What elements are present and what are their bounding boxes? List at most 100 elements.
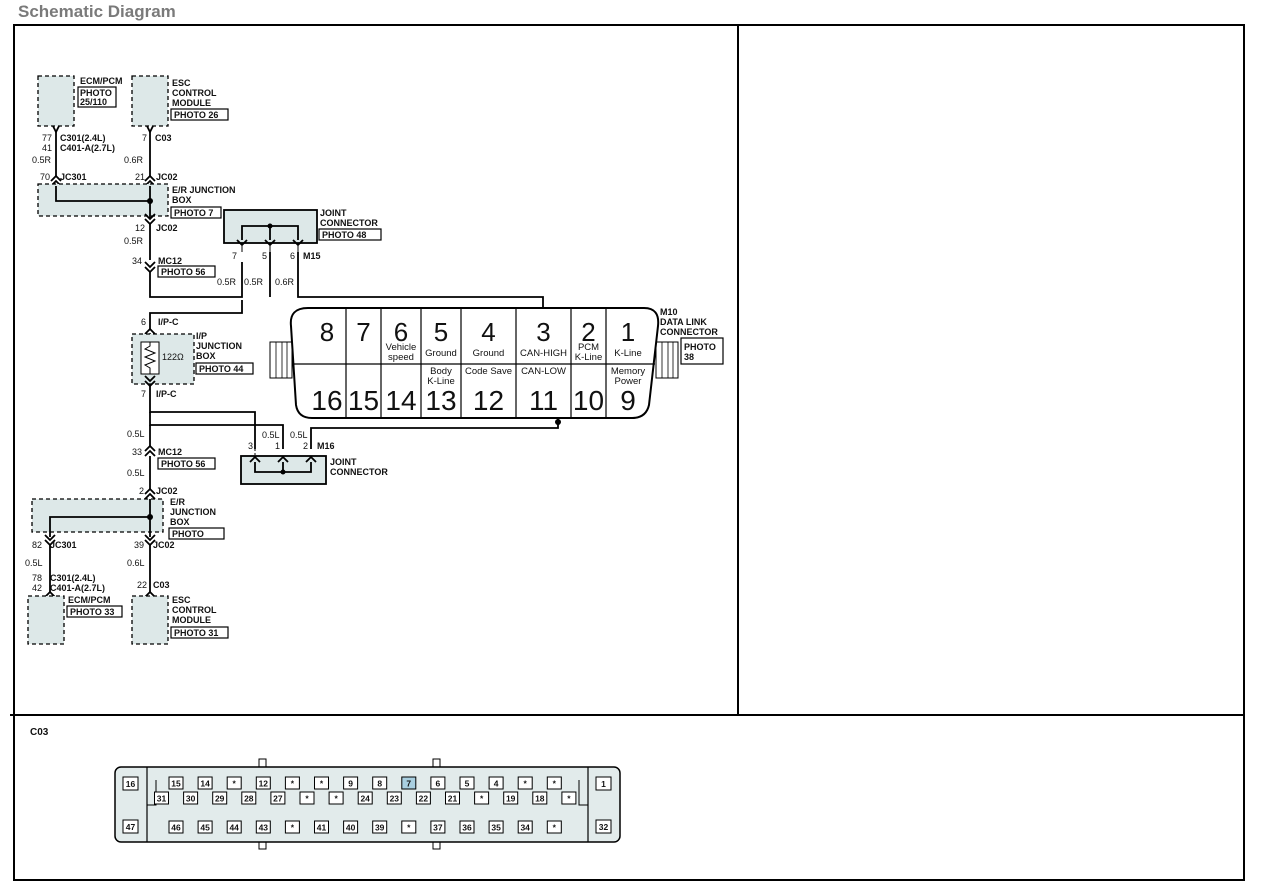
er-conn-out: JC02: [156, 223, 178, 233]
c03-pin-label: 15: [171, 779, 181, 789]
c03-pin-label: 30: [186, 794, 196, 804]
c03-pin-label: 8: [377, 779, 382, 789]
dlc-pin-label: Ground: [473, 348, 505, 359]
esc-top: ESC CONTROL MODULE PHOTO 26 7 C03 0.6R: [124, 75, 229, 165]
mc12-pin: 34: [132, 256, 142, 266]
c03-pin: *: [299, 791, 315, 805]
c03-pin: 40: [343, 820, 359, 834]
c03-end-pin: 47: [122, 819, 139, 834]
ecm-pcm-label: ECM/PCM: [80, 76, 123, 86]
c03-pin: 9: [343, 776, 359, 790]
ip-conn-top: I/P-C: [158, 317, 179, 327]
dlc-pin-8: 8: [320, 317, 334, 347]
c03-pin: *: [517, 776, 533, 790]
dlc-pin-label: K-Line: [575, 352, 602, 363]
joint-pin-c: 6: [290, 251, 295, 261]
c03-pin-label: 39: [375, 823, 385, 833]
ecm2-label: ECM/PCM: [68, 595, 111, 605]
ip-pin-top: 6: [141, 317, 146, 327]
dlc-pin-label: Power: [615, 376, 642, 387]
esc2-label-2: CONTROL: [172, 605, 217, 615]
c03-pin-label: *: [320, 779, 324, 789]
c03-pin-label: 5: [465, 779, 470, 789]
mc12b-wire-top: 0.5L: [127, 429, 145, 439]
joint-wire-c: 0.6R: [275, 277, 295, 287]
c03-pin-label: 7: [406, 779, 411, 789]
c03-pin-label: 35: [491, 823, 501, 833]
ip-label-3: BOX: [196, 351, 216, 361]
esc-lower: 0.6L 22 C03 ESC CONTROL MODULE PHOTO 31: [127, 558, 229, 645]
ecm-pcm-photo-num: 25/110: [80, 97, 107, 107]
c03-pin-label: 21: [448, 794, 458, 804]
joint-wire-a: 0.5R: [217, 277, 237, 287]
ip-junction-box: 6 I/P-C 122Ω I/P JUNCTION BOX PHOTO 44 7…: [131, 300, 256, 449]
c03-pin: 23: [386, 791, 402, 805]
er-conn-left: JC301: [60, 172, 87, 182]
c03-pin-label: *: [407, 823, 411, 833]
c03-pin: 8: [372, 776, 388, 790]
c03-pin-label: 31: [157, 794, 167, 804]
dlc-pin-label: Body: [430, 366, 452, 377]
joint-connector-lower: 3 1 2 M16 0.5L 0.5L JOINT CONNECTOR: [149, 412, 561, 485]
er-pin-left: 70: [40, 172, 50, 182]
er-label-1: E/R JUNCTION: [172, 185, 236, 195]
er2-pin-right: 39: [134, 540, 144, 550]
c03-pin: 43: [255, 820, 271, 834]
dlc-pin-label: Vehicle: [386, 342, 417, 353]
er2-conn-left: JC301: [50, 540, 77, 550]
er2-label-3: BOX: [170, 517, 190, 527]
c03-pin: *: [284, 820, 300, 834]
dlc-pin-label: K-Line: [427, 376, 454, 387]
dlc-pin-number: 1: [621, 317, 635, 347]
er2-pin-top: 2: [139, 486, 144, 496]
joint2-wire-b: 0.5L: [262, 430, 280, 440]
joint-label-2: CONNECTOR: [320, 218, 378, 228]
ecm2-conn-a: C301(2.4L): [50, 573, 96, 583]
diagram-frame: [10, 24, 1245, 881]
esc-label-1: ESC: [172, 78, 191, 88]
c03-pin: *: [226, 776, 242, 790]
er2-conn-top: JC02: [156, 486, 178, 496]
c03-pin: 27: [270, 791, 286, 805]
esc-conn: C03: [155, 133, 172, 143]
mc12b-wire-bottom: 0.5L: [127, 468, 145, 478]
c03-pin: *: [284, 776, 300, 790]
dlc-pin-label: CAN-HIGH: [520, 348, 567, 359]
joint-conn: M15: [303, 251, 321, 261]
ecm2-pin-a: 78: [32, 573, 42, 583]
c03-pin-label: 45: [200, 823, 210, 833]
c03-pin-label: 19: [506, 794, 516, 804]
dlc-pin-number: 10: [573, 385, 604, 416]
c03-pin: 37: [430, 820, 446, 834]
c03-pin-label: 36: [462, 823, 472, 833]
dlc-photo-num: 38: [684, 352, 694, 362]
page-title: Schematic Diagram: [18, 2, 176, 21]
c03-pin: 6: [430, 776, 446, 790]
c03-pin-label: 43: [259, 823, 269, 833]
c03-pin: 28: [241, 791, 257, 805]
er-wire-out: 0.5R: [124, 236, 144, 246]
dlc-pin-label: Memory: [611, 366, 646, 377]
c03-pin-label: 14: [200, 779, 210, 789]
dlc-pin-number: 13: [425, 385, 456, 416]
joint-connector-top: JOINT CONNECTOR PHOTO 48 7 5 6 M15 0.5R …: [217, 208, 546, 316]
c03-pin-label: 9: [348, 779, 353, 789]
c03-end-right-bottom: 32: [599, 822, 609, 832]
c03-pin: 7: [401, 776, 417, 790]
ip-label-2: JUNCTION: [196, 341, 242, 351]
c03-pin-label: 40: [346, 823, 356, 833]
c03-pin: 31: [154, 791, 169, 805]
ecm-pcm-photo: PHOTO: [80, 88, 112, 98]
er-pin-out: 12: [135, 223, 145, 233]
dlc-pin-number: 6: [394, 317, 408, 347]
c03-pin: 36: [459, 820, 475, 834]
dlc-pin-number: 4: [481, 317, 495, 347]
ecm2-wire: 0.5L: [25, 558, 43, 568]
ecm2-conn-b: C401-A(2.7L): [50, 583, 105, 593]
c03-pin-label: 34: [520, 823, 530, 833]
esc-pin: 7: [142, 133, 147, 143]
joint2-pin-c: 2: [303, 441, 308, 451]
